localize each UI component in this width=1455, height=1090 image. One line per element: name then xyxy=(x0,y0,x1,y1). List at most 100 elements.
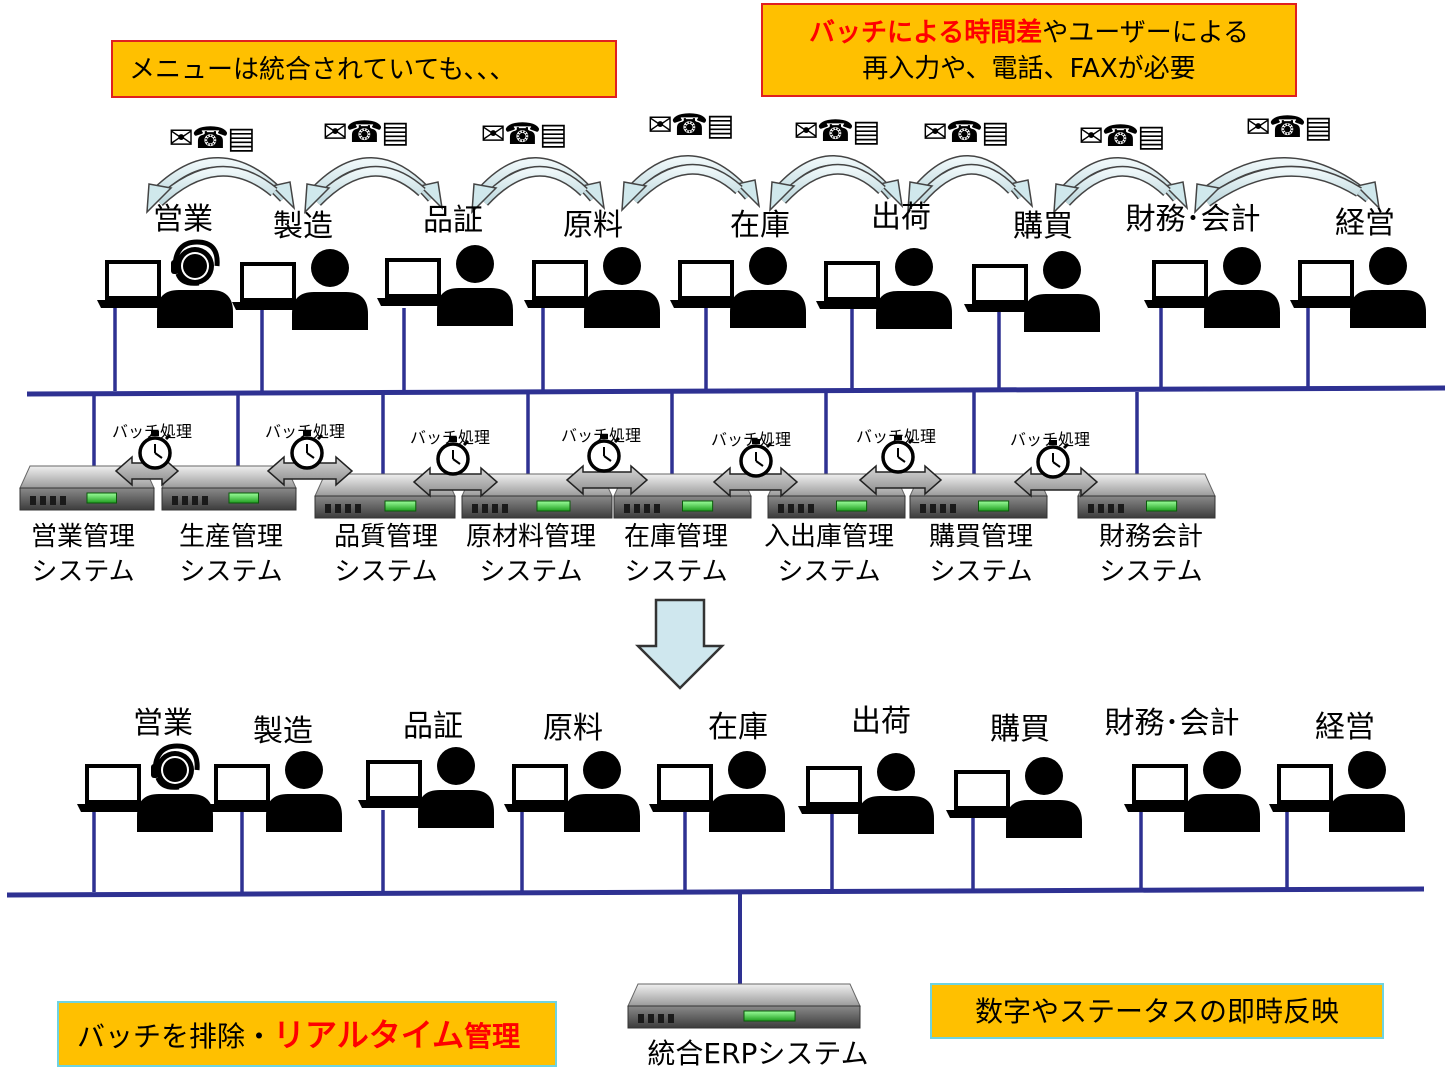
laptop-icon xyxy=(816,261,888,309)
worker-bottom xyxy=(358,747,494,828)
laptop-icon xyxy=(1144,260,1216,308)
batch-processing-label: バッチ処理 xyxy=(1009,430,1091,449)
dept-label-bottom: 購買 xyxy=(990,712,1050,747)
dept-label-bottom: 製造 xyxy=(253,714,313,749)
batch-double-arrow xyxy=(412,466,499,498)
stopwatch-icon xyxy=(739,439,773,478)
laptop-icon xyxy=(670,260,742,308)
comm-icons: ✉☎▤ xyxy=(1245,110,1333,145)
stopwatch-icon xyxy=(587,434,621,473)
down-arrow-icon xyxy=(634,598,726,690)
person-icon xyxy=(437,245,513,326)
curved-arrow-icon xyxy=(907,155,1034,212)
system-label-line1: 財務会計 xyxy=(1098,522,1204,552)
system-label-line1: 品質管理 xyxy=(333,522,439,552)
network-bus-top xyxy=(26,385,1446,397)
person-icon xyxy=(1006,757,1082,838)
dept-label-top: 原料 xyxy=(563,208,623,243)
dept-label-bottom: 出荷 xyxy=(851,704,911,739)
system-label-line1: 営業管理 xyxy=(30,522,136,552)
person-icon xyxy=(858,753,934,834)
callout-batch-problem: バッチによる時間差やユーザーによる 再入力や、電話、FAXが必要 xyxy=(761,3,1297,97)
person-icon xyxy=(584,247,660,328)
network-bus-bottom xyxy=(6,886,1425,898)
system-label-line2: システム xyxy=(929,557,1033,587)
system-label-line1: 購買管理 xyxy=(928,522,1034,552)
dept-label-top: 営業 xyxy=(153,202,213,237)
stopwatch-icon xyxy=(1036,440,1070,479)
system-label: 財務会計システム xyxy=(1099,520,1203,590)
dept-label-top: 出荷 xyxy=(871,200,931,235)
worker-top xyxy=(1144,247,1280,328)
system-label-line2: システム xyxy=(479,557,583,587)
comm-icons: ✉☎▤ xyxy=(793,114,881,149)
laptop-icon xyxy=(524,260,596,308)
system-label-line1: 在庫管理 xyxy=(623,522,729,552)
person-icon xyxy=(292,249,368,330)
dept-label-bottom: 在庫 xyxy=(708,710,768,745)
dept-label-top: 在庫 xyxy=(730,208,790,243)
dept-label-top: 品証 xyxy=(423,203,483,238)
worker-bottom xyxy=(206,751,342,832)
person-icon xyxy=(730,247,806,328)
batch-processing-label: バッチ処理 xyxy=(409,428,491,447)
person-icon xyxy=(709,751,785,832)
callout-batch-line2: 再入力や、電話、FAXが必要 xyxy=(862,54,1196,84)
dept-label-bottom: 財務･会計 xyxy=(1104,706,1240,741)
worker-top xyxy=(964,251,1100,332)
laptop-icon xyxy=(1124,764,1196,812)
curved-arrow-icon xyxy=(471,157,606,214)
batch-processing-label: バッチ処理 xyxy=(855,427,937,446)
person-icon xyxy=(564,751,640,832)
server-icon xyxy=(1077,473,1216,519)
laptop-icon xyxy=(232,262,304,310)
batch-double-arrow xyxy=(712,466,799,498)
curved-arrow-icon xyxy=(1194,157,1381,214)
callout-menu-text: メニューは統合されていても、、、 xyxy=(129,55,516,85)
worker-top xyxy=(232,249,368,330)
callout-realtime: バッチを排除・リアルタイム管理 xyxy=(57,1001,557,1067)
comm-icons: ✉☎▤ xyxy=(168,121,256,156)
system-label-line1: 生産管理 xyxy=(178,522,284,552)
callout-instant-reflection: 数字やステータスの即時反映 xyxy=(930,983,1384,1039)
callout-batch-highlight: バッチによる時間差 xyxy=(809,18,1043,48)
headset-person-icon xyxy=(157,239,233,328)
system-label: 購買管理システム xyxy=(929,520,1033,590)
comm-icons: ✉☎▤ xyxy=(922,115,1010,150)
system-label: 品質管理システム xyxy=(334,520,438,590)
person-icon xyxy=(1024,251,1100,332)
comm-icons: ✉☎▤ xyxy=(1078,119,1166,154)
worker-top xyxy=(816,248,952,329)
batch-double-arrow xyxy=(565,464,649,496)
batch-processing-label: バッチ処理 xyxy=(710,430,792,449)
curved-arrow-icon xyxy=(146,157,296,214)
dept-label-bottom: 原料 xyxy=(543,711,603,746)
system-label-line2: システム xyxy=(31,557,135,587)
batch-double-arrow xyxy=(266,455,354,487)
dept-label-top: 経営 xyxy=(1335,206,1395,241)
system-label-line1: 原材料管理 xyxy=(465,522,597,552)
dept-label-bottom: 営業 xyxy=(133,706,193,741)
batch-double-arrow xyxy=(858,464,943,496)
server-icon xyxy=(19,465,155,511)
worker-bottom xyxy=(1269,751,1405,832)
worker-bottom xyxy=(77,743,213,832)
laptop-icon xyxy=(77,764,149,812)
worker-top xyxy=(1290,247,1426,328)
system-label-line2: システム xyxy=(334,557,438,587)
worker-bottom xyxy=(1124,751,1260,832)
system-label-line2: システム xyxy=(777,557,881,587)
callout-batch-line1: バッチによる時間差やユーザーによる xyxy=(763,15,1295,51)
comm-icons: ✉☎▤ xyxy=(480,117,568,152)
worker-bottom xyxy=(798,753,934,834)
person-icon xyxy=(266,751,342,832)
curved-arrow-icon xyxy=(621,155,761,212)
batch-processing-label: バッチ処理 xyxy=(560,426,642,445)
curved-arrow-icon xyxy=(1053,157,1189,214)
laptop-icon xyxy=(97,260,169,308)
laptop-icon xyxy=(964,264,1036,312)
server-icon xyxy=(909,473,1048,519)
laptop-icon xyxy=(1290,260,1362,308)
curved-arrow-icon xyxy=(769,155,904,212)
